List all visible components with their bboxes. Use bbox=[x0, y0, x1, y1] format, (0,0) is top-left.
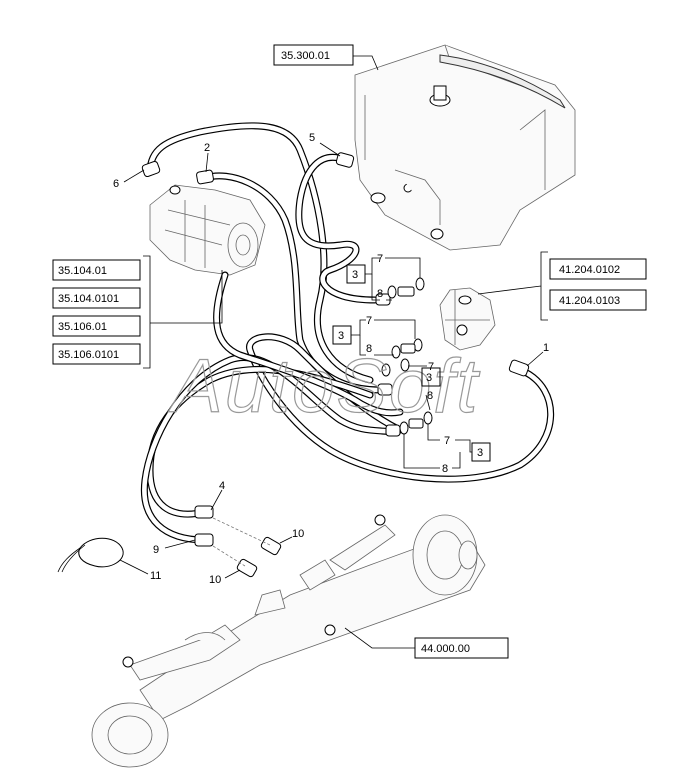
callout-10-upper: 10 bbox=[292, 528, 304, 540]
callout-8-middle: 8 bbox=[366, 343, 372, 355]
callout-6: 6 bbox=[113, 178, 119, 190]
callout-8-right: 8 bbox=[427, 390, 433, 402]
part-11-drawing bbox=[57, 537, 124, 573]
callout-8-lower: 8 bbox=[442, 463, 448, 475]
callout-3-upper: 3 bbox=[352, 269, 358, 281]
ref-left-4: 35.106.0101 bbox=[58, 349, 119, 361]
callout-3-lower: 3 bbox=[477, 447, 483, 459]
ref-bottom: 44.000.00 bbox=[421, 643, 470, 655]
callout-1: 1 bbox=[543, 342, 549, 354]
callout-2: 2 bbox=[204, 142, 210, 154]
ref-right-2: 41.204.0103 bbox=[559, 295, 620, 307]
callout-11: 11 bbox=[150, 570, 161, 582]
callout-5: 5 bbox=[309, 132, 315, 144]
callout-4: 4 bbox=[219, 480, 225, 492]
axle-drawing bbox=[91, 514, 486, 768]
callout-7-lower: 7 bbox=[444, 435, 450, 447]
callout-10-lower: 10 bbox=[209, 574, 221, 586]
ref-top: 35.300.01 bbox=[281, 50, 330, 62]
hoses bbox=[140, 122, 555, 544]
ref-left-1: 35.104.01 bbox=[58, 265, 107, 277]
ref-right-1: 41.204.0102 bbox=[559, 264, 620, 276]
callout-9: 9 bbox=[153, 544, 159, 556]
pump-drawing bbox=[149, 184, 266, 276]
oil-tank-drawing bbox=[354, 44, 576, 251]
ref-left-2: 35.104.0101 bbox=[58, 293, 119, 305]
valve-drawing bbox=[439, 287, 496, 351]
callout-3-middle: 3 bbox=[338, 330, 344, 342]
ref-left-3: 35.106.01 bbox=[58, 321, 107, 333]
callout-7-right: 7 bbox=[428, 361, 434, 373]
callouts: 1 2 5 6 4 9 10 10 11 3 7 8 3 bbox=[113, 132, 549, 586]
callout-8-upper: 8 bbox=[377, 288, 383, 300]
callout-3-right: 3 bbox=[426, 372, 432, 384]
callout-7-middle: 7 bbox=[366, 315, 372, 327]
callout-7-upper: 7 bbox=[377, 253, 383, 265]
reference-labels: 35.300.01 35.104.01 35.104.0101 35.106.0… bbox=[52, 44, 647, 659]
